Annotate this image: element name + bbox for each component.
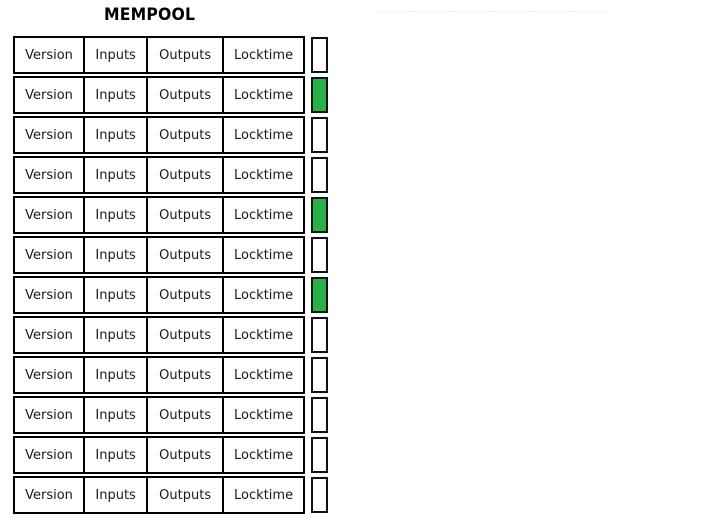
transaction-field-version: Version [15,118,86,152]
transaction-unselected-indicator[interactable] [311,477,328,513]
transaction-field-outputs: Outputs [148,438,225,472]
transaction-field-inputs: Inputs [85,158,149,192]
transaction-field-outputs: Outputs [148,158,225,192]
transaction-field-version: Version [15,198,86,232]
transaction-field-locktime: Locktime [224,238,303,272]
transaction-field-version: Version [15,278,86,312]
transaction-field-version: Version [15,78,86,112]
transaction-unselected-indicator[interactable] [311,37,328,73]
transaction-field-version: Version [15,38,86,72]
transaction-field-outputs: Outputs [148,238,225,272]
transaction-field-locktime: Locktime [224,358,303,392]
transaction-field-version: Version [15,358,86,392]
transaction-field-version: Version [15,238,86,272]
transaction-unselected-indicator[interactable] [311,397,328,433]
transaction-field-outputs: Outputs [148,78,225,112]
transaction-field-locktime: Locktime [224,318,303,352]
transaction-field-version: Version [15,398,86,432]
transaction-field-outputs: Outputs [148,318,225,352]
transaction-selected-indicator[interactable] [311,197,328,233]
transaction-field-outputs: Outputs [148,118,225,152]
transaction-field-inputs: Inputs [85,238,149,272]
transaction-field-inputs: Inputs [85,478,149,512]
transaction-field-locktime: Locktime [224,38,303,72]
transaction-field-inputs: Inputs [85,38,149,72]
transaction-field-outputs: Outputs [148,38,225,72]
transaction-field-locktime: Locktime [224,198,303,232]
transaction-field-locktime: Locktime [224,478,303,512]
transaction-unselected-indicator[interactable] [311,237,328,273]
transaction-field-inputs: Inputs [85,438,149,472]
transaction-selected-indicator[interactable] [311,277,328,313]
transaction-field-locktime: Locktime [224,398,303,432]
transaction-field-outputs: Outputs [148,278,225,312]
transaction-field-inputs: Inputs [85,198,149,232]
transaction-field-inputs: Inputs [85,358,149,392]
transaction-selected-indicator[interactable] [311,77,328,113]
transaction-field-version: Version [15,478,86,512]
top-dashed-rule [378,11,606,12]
transaction-field-outputs: Outputs [148,198,225,232]
transaction-unselected-indicator[interactable] [311,357,328,393]
transaction-field-locktime: Locktime [224,158,303,192]
transaction-field-inputs: Inputs [85,318,149,352]
transaction-field-inputs: Inputs [85,398,149,432]
transaction-unselected-indicator[interactable] [311,157,328,193]
transaction-field-outputs: Outputs [148,398,225,432]
transaction-field-version: Version [15,438,86,472]
transaction-field-inputs: Inputs [85,278,149,312]
transaction-field-locktime: Locktime [224,118,303,152]
transaction-field-inputs: Inputs [85,78,149,112]
transaction-field-inputs: Inputs [85,118,149,152]
transaction-field-locktime: Locktime [224,278,303,312]
transaction-field-version: Version [15,318,86,352]
transaction-field-outputs: Outputs [148,358,225,392]
transaction-field-outputs: Outputs [148,478,225,512]
transaction-field-version: Version [15,158,86,192]
transaction-field-locktime: Locktime [224,438,303,472]
transaction-unselected-indicator[interactable] [311,117,328,153]
transaction-unselected-indicator[interactable] [311,437,328,473]
transaction-unselected-indicator[interactable] [311,317,328,353]
page-title: MEMPOOL [104,5,196,25]
transaction-field-locktime: Locktime [224,78,303,112]
